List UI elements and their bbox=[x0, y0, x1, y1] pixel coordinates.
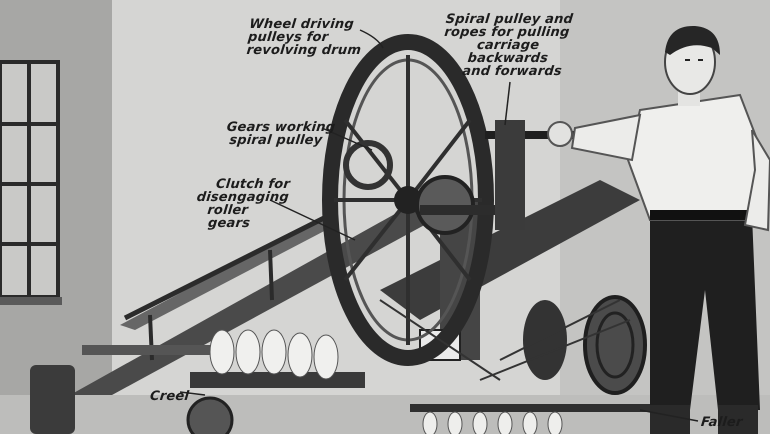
label-gears: Gears working spiral pulley bbox=[225, 120, 337, 148]
hand-rail bbox=[123, 212, 332, 321]
label-faller: Faller bbox=[700, 415, 744, 430]
standing-man bbox=[547, 25, 770, 434]
label-wheel: Wheel driving pulleys for revolving drum bbox=[245, 17, 362, 58]
label-creel: Creel bbox=[149, 389, 190, 404]
label-spiral-pulley: Spiral pulley and ropes for pulling carr… bbox=[443, 12, 574, 79]
window-sill bbox=[0, 297, 62, 305]
floor bbox=[0, 395, 770, 434]
driving-wheel bbox=[322, 34, 494, 366]
label-leader-lines bbox=[179, 29, 699, 422]
faller bbox=[410, 404, 660, 434]
spiral-gear bbox=[343, 140, 393, 190]
creel bbox=[30, 329, 365, 434]
frame-beam-upper bbox=[120, 218, 330, 330]
label-clutch: Clutch for disengaging roller gears bbox=[195, 177, 291, 231]
